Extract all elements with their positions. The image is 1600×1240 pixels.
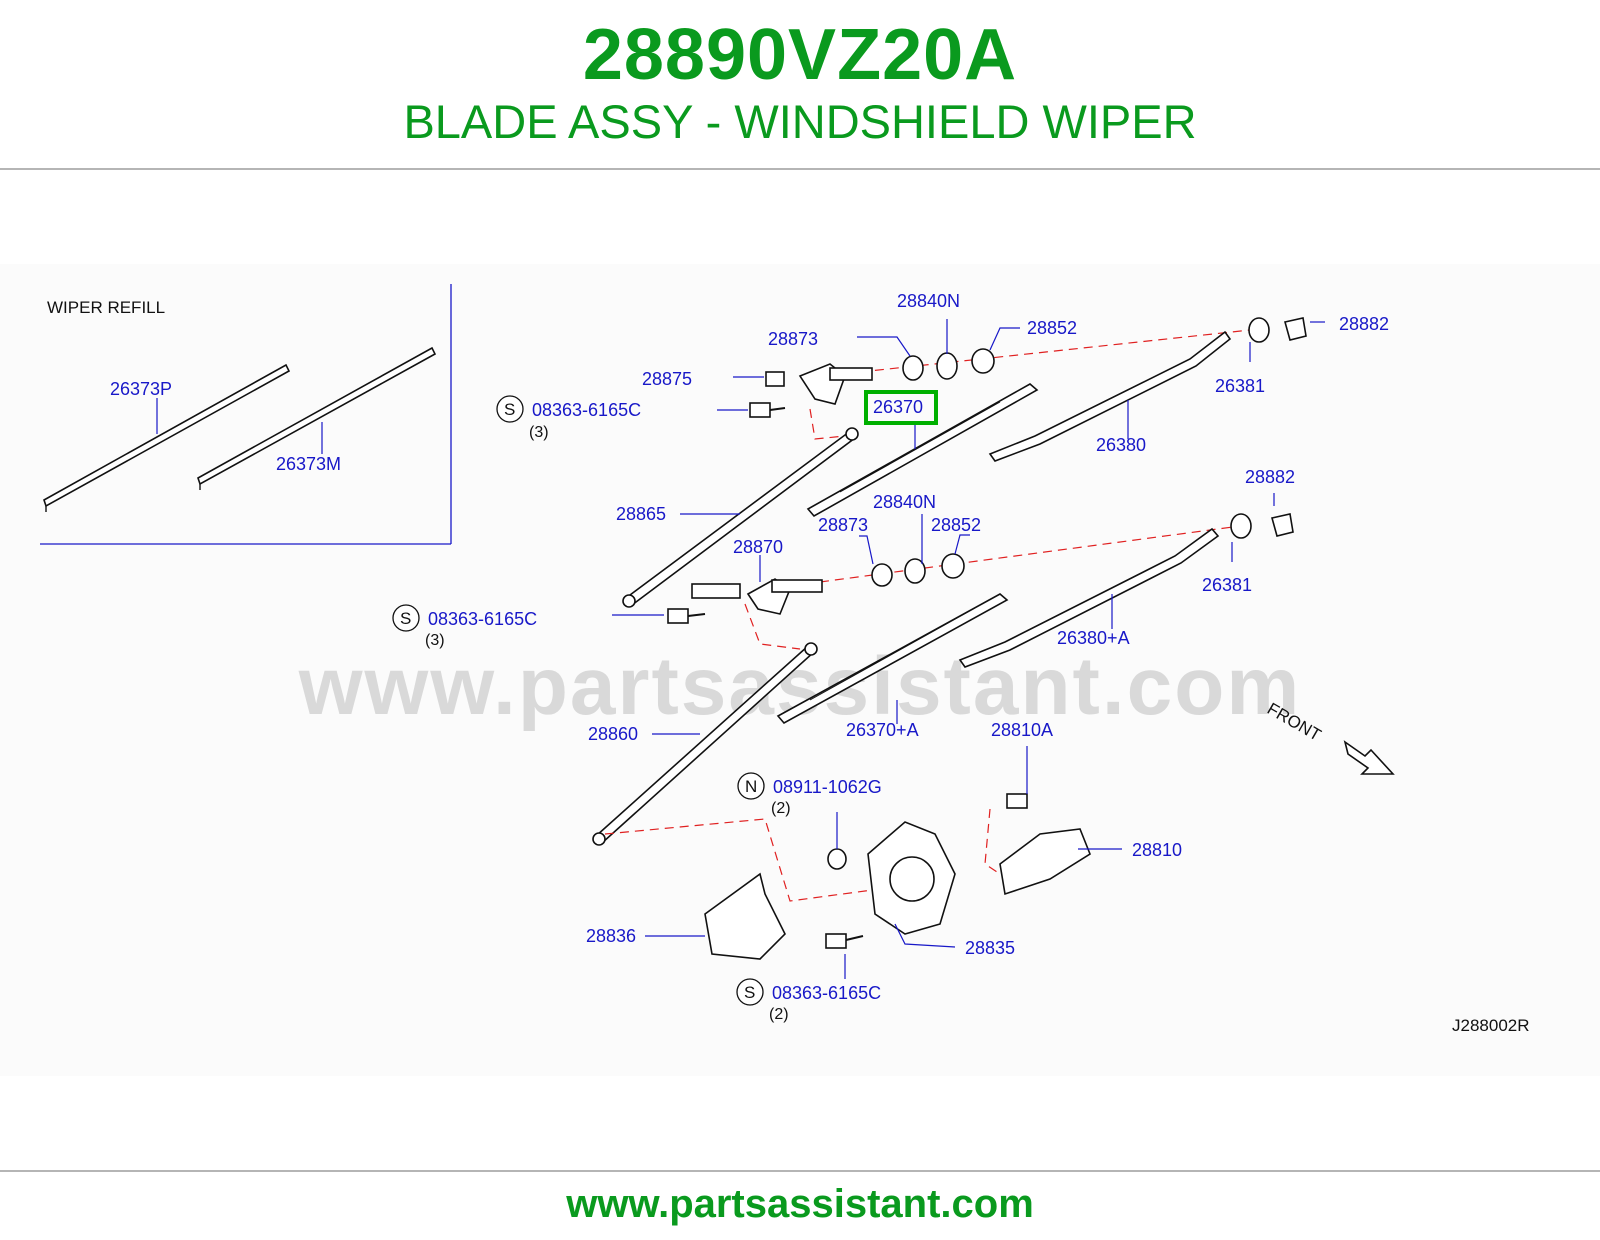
callout-28860[interactable]: 28860 (588, 724, 638, 744)
fastener-qty: (2) (769, 1006, 789, 1023)
bracket-28870 (691, 583, 741, 599)
fastener-nut[interactable]: N 08911-1062G (2) (737, 772, 882, 817)
callout-26370[interactable]: 26370 (873, 397, 923, 417)
pivot-shaft-lower (771, 579, 823, 593)
fastener-symbol: S (504, 400, 515, 419)
callout-26370A[interactable]: 26370+A (846, 720, 919, 740)
nut-28840N-lower (904, 558, 926, 584)
diagram-panel (0, 264, 1600, 1076)
front-label: FRONT (1264, 699, 1324, 745)
inset-title: WIPER REFILL (47, 298, 165, 317)
bolt-08363-upper (749, 402, 771, 418)
bushing-28852-lower (941, 553, 965, 579)
fastener-qty: (3) (425, 632, 445, 649)
label-26373M[interactable]: 26373M (276, 454, 341, 474)
label-26373P[interactable]: 26373P (110, 379, 172, 399)
bolt-08363-mid (667, 608, 689, 624)
bushing-28873-upper (902, 355, 924, 381)
bushing-28873-lower (871, 563, 893, 587)
diagram-code: J288002R (1452, 1016, 1530, 1035)
callout-28852-upper[interactable]: 28852 (1027, 318, 1077, 338)
callout-28810[interactable]: 28810 (1132, 840, 1182, 860)
footer-divider (0, 1170, 1600, 1172)
callout-28840N-lower[interactable]: 28840N (873, 492, 936, 512)
fastener-symbol: N (745, 777, 757, 796)
part-number: 28890VZ20A (582, 15, 1018, 95)
fastener-code: 08363-6165C (428, 609, 537, 629)
fastener-qty: (2) (771, 800, 791, 817)
callout-28840N-upper[interactable]: 28840N (897, 291, 960, 311)
callout-28836[interactable]: 28836 (586, 926, 636, 946)
lower-wiper-parts (592, 513, 1294, 846)
callout-26381-lower[interactable]: 26381 (1202, 575, 1252, 595)
blade-26370 (806, 383, 1039, 518)
nut-08911 (827, 848, 847, 870)
callout-28870[interactable]: 28870 (733, 537, 783, 557)
cap-28882-upper (1284, 317, 1307, 341)
bushing-28852-upper (971, 348, 995, 374)
nut-28840N-upper (936, 352, 958, 380)
callout-28810A[interactable]: 28810A (991, 720, 1053, 740)
front-arrow-icon (1343, 740, 1395, 775)
leader-lines (612, 319, 1325, 979)
fastener-symbol: S (400, 609, 411, 628)
bolt-08363-lower (825, 933, 847, 949)
wiper-refill-inset: WIPER REFILL 26373P 26373M (40, 284, 452, 545)
callout-28865[interactable]: 28865 (616, 504, 666, 524)
wiper-arm-26380 (988, 330, 1232, 462)
fastener-lower[interactable]: S 08363-6165C (2) (736, 978, 881, 1023)
callout-26381-upper[interactable]: 26381 (1215, 376, 1265, 396)
bolt-28875 (765, 371, 785, 387)
header: 28890VZ20A BLADE ASSY - WINDSHIELD WIPER (0, 0, 1600, 168)
fastener-callouts: S 08363-6165C (3) S 08363-6165C (3) N 08… (392, 395, 882, 1023)
callout-28873-upper[interactable]: 28873 (768, 329, 818, 349)
fastener-upper[interactable]: S 08363-6165C (3) (496, 395, 641, 441)
fastener-code: 08911-1062G (773, 777, 882, 797)
callout-28873-lower[interactable]: 28873 (818, 515, 868, 535)
callouts: 28840N 28873 28852 28882 28875 26370 263… (586, 291, 1389, 958)
cover-28836 (704, 872, 786, 960)
callout-28835[interactable]: 28835 (965, 938, 1015, 958)
wiper-arm-26380A (958, 527, 1220, 668)
upper-wiper-parts (622, 317, 1307, 608)
callout-26380A[interactable]: 26380+A (1057, 628, 1130, 648)
motor-28810 (999, 828, 1091, 896)
cap-28882-lower (1271, 513, 1294, 537)
bolt-28810A (1006, 793, 1028, 809)
callout-28882-lower[interactable]: 28882 (1245, 467, 1295, 487)
motor-parts (604, 793, 1091, 960)
header-divider (0, 168, 1600, 170)
callout-28852-lower[interactable]: 28852 (931, 515, 981, 535)
callout-26380[interactable]: 26380 (1096, 435, 1146, 455)
fastener-code: 08363-6165C (772, 983, 881, 1003)
callout-28875[interactable]: 28875 (642, 369, 692, 389)
blade-26370A (776, 593, 1009, 725)
fastener-code: 08363-6165C (532, 400, 641, 420)
footer-url[interactable]: www.partsassistant.com (566, 1182, 1034, 1226)
parts-diagram: WIPER REFILL 26373P 26373M (40, 284, 1530, 1035)
fastener-middle[interactable]: S 08363-6165C (3) (392, 604, 537, 649)
refill-strip-26373P (43, 363, 291, 508)
callout-28882-upper[interactable]: 28882 (1339, 314, 1389, 334)
nut-26381-upper (1248, 317, 1270, 343)
nut-26381-lower (1230, 513, 1252, 539)
fastener-symbol: S (744, 983, 755, 1002)
highlight-box-26370 (864, 390, 938, 425)
fastener-qty: (3) (529, 424, 549, 441)
refill-strip-26373M (197, 346, 437, 486)
part-name: BLADE ASSY - WINDSHIELD WIPER (403, 95, 1197, 148)
pivot-shaft-upper (829, 367, 873, 381)
